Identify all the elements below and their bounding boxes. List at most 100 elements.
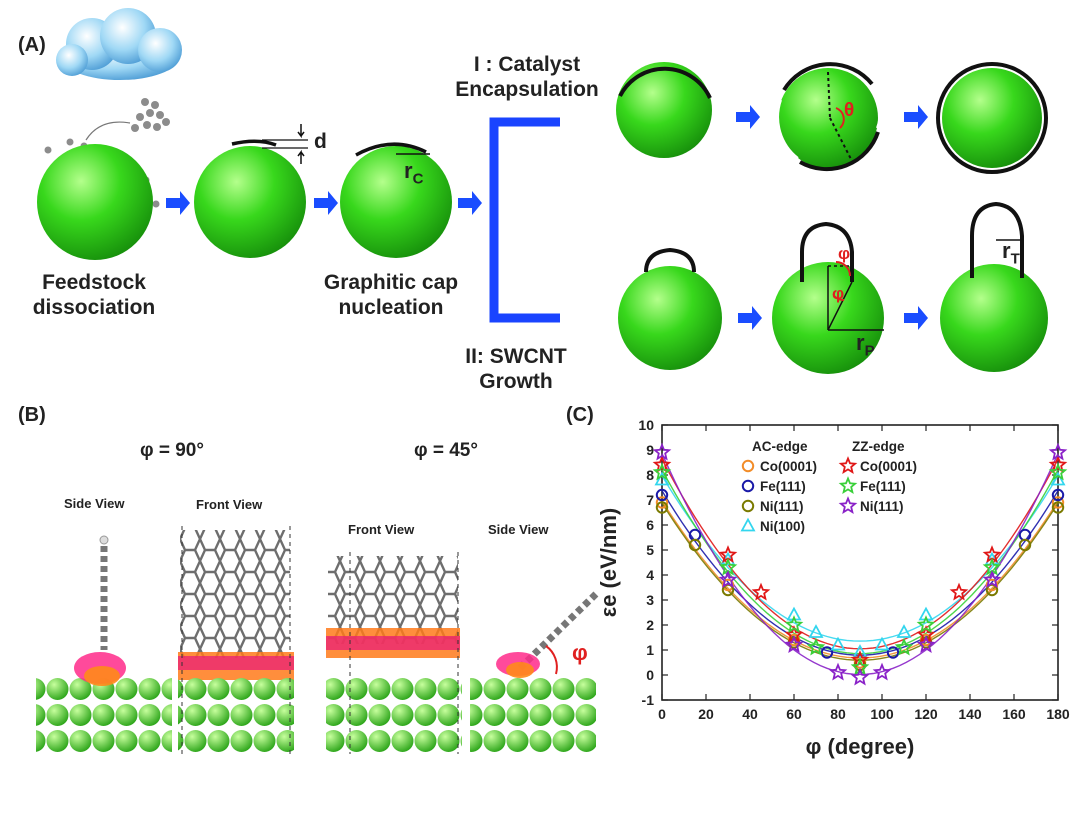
x-tick-label: 120 — [914, 706, 938, 722]
data-point — [874, 636, 890, 651]
legend-marker — [741, 459, 755, 473]
path-2-label: II: SWCNT Growth — [446, 344, 586, 394]
data-point — [655, 496, 669, 509]
caption-line: dissociation — [32, 296, 156, 319]
panel-b-label: (B) — [18, 404, 46, 426]
data-point — [652, 462, 672, 481]
x-tick-label: 80 — [830, 706, 846, 722]
legend-marker — [838, 456, 858, 474]
data-point — [896, 624, 912, 638]
legend-label: Co(0001) — [860, 459, 917, 474]
rc-label: rC — [404, 158, 423, 187]
caption-line: Encapsulation — [455, 78, 599, 101]
arrow-icon — [314, 191, 338, 215]
fit-curve — [661, 453, 1059, 676]
arrow-icon — [166, 191, 190, 215]
d-label: d — [314, 130, 327, 153]
y-tick-label: 10 — [638, 417, 654, 433]
legend-marker — [838, 476, 858, 494]
rp-symbol: r — [856, 330, 865, 355]
arrow-icon — [738, 306, 762, 330]
data-point — [806, 637, 826, 656]
data-point — [1048, 455, 1068, 473]
phi-label-top: φ — [838, 244, 851, 263]
plot-frame — [661, 424, 1059, 701]
data-point — [1048, 462, 1068, 481]
caption-line: I : Catalyst — [473, 53, 581, 76]
data-point — [1050, 471, 1066, 486]
arrow-icon — [904, 105, 928, 129]
legend-marker — [838, 496, 858, 514]
x-tick-label: 180 — [1046, 706, 1070, 722]
data-point — [652, 442, 672, 461]
data-point — [850, 650, 870, 668]
y-tick-label: 0 — [646, 667, 654, 683]
y-tick-label: 3 — [646, 592, 654, 608]
legend-group-title: AC-edge — [752, 439, 808, 454]
path-1-label: I : Catalyst Encapsulation — [446, 52, 608, 102]
data-point — [1048, 442, 1068, 461]
data-point — [721, 583, 735, 597]
legend-label: Fe(111) — [860, 479, 906, 494]
data-point — [655, 501, 669, 514]
x-tick-label: 60 — [786, 706, 802, 722]
y-tick-label: -1 — [642, 692, 655, 708]
legend-label: Ni(111) — [760, 499, 804, 514]
x-tick-label: 100 — [870, 706, 894, 722]
front-view-label-2: Front View — [348, 522, 415, 537]
data-point — [985, 583, 999, 597]
rc-subscript: C — [412, 170, 424, 188]
data-point — [850, 667, 870, 686]
data-point — [982, 570, 1002, 588]
catalyst-particle-3 — [340, 146, 452, 258]
legend-label: Fe(111) — [760, 479, 806, 494]
data-point — [852, 644, 868, 658]
catalyst-particle-6 — [942, 68, 1042, 168]
data-point — [808, 624, 824, 638]
x-tick-label: 160 — [1002, 706, 1026, 722]
x-tick-label: 0 — [658, 706, 666, 722]
caption-line: Growth — [479, 370, 553, 393]
arrow-icon — [736, 105, 760, 129]
panel-a-label: (A) — [18, 34, 46, 56]
y-tick-label: 4 — [646, 567, 654, 583]
caption-line: II: SWCNT — [465, 345, 567, 368]
rc-symbol: r — [404, 158, 413, 183]
y-tick-label: 6 — [646, 517, 654, 533]
data-point — [654, 471, 670, 486]
data-point — [751, 582, 771, 601]
dissociation-arrow — [85, 121, 131, 141]
data-point — [830, 636, 846, 651]
legend-marker — [741, 499, 755, 513]
y-tick-label: 7 — [646, 492, 654, 508]
catalyst-particle-7 — [618, 266, 722, 370]
legend-marker — [740, 517, 756, 532]
data-point — [718, 570, 738, 588]
x-tick-label: 20 — [698, 706, 714, 722]
panel-c-label: (C) — [566, 404, 594, 426]
phi-45-title: φ = 45° — [414, 440, 478, 461]
side-view-label-1: Side View — [64, 496, 125, 511]
caption-line: nucleation — [338, 296, 444, 319]
front-view-label-1: Front View — [196, 497, 263, 512]
rt-subscript: T — [1010, 250, 1020, 268]
legend-label: Ni(100) — [760, 519, 805, 534]
data-point — [886, 646, 900, 659]
side-view-label-2: Side View — [488, 522, 549, 537]
cloud-icon — [56, 8, 182, 80]
phi-angle-label: φ — [572, 640, 588, 665]
feedstock-caption: Feedstock dissociation — [14, 270, 174, 320]
y-tick-label: 5 — [646, 542, 654, 558]
data-point — [872, 662, 892, 681]
y-tick-label: 2 — [646, 617, 654, 633]
catalyst-particle-5 — [778, 68, 878, 168]
data-point — [916, 635, 936, 653]
data-point — [949, 582, 969, 601]
rp-label: rP — [856, 330, 875, 359]
x-tick-label: 40 — [742, 706, 758, 722]
fit-curve — [661, 490, 1059, 656]
catalyst-particle-2 — [194, 146, 306, 258]
rt-label: rT — [1002, 238, 1020, 267]
